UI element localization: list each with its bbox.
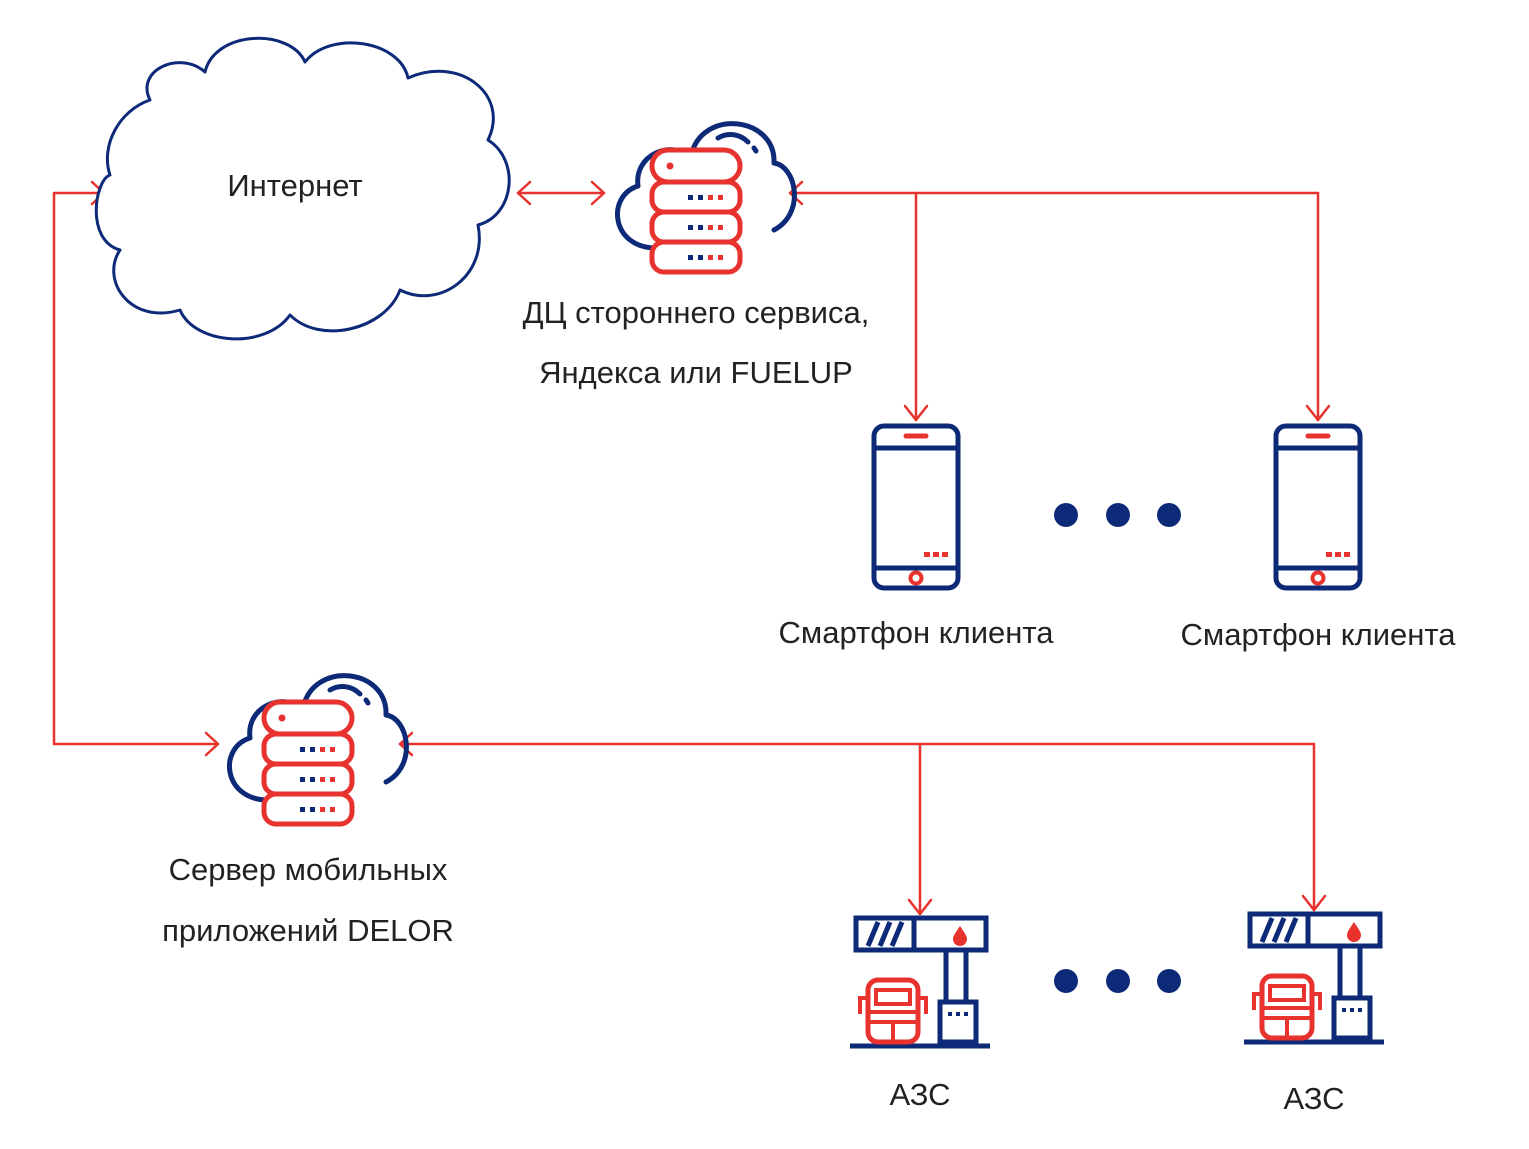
internet-label: Интернет: [227, 168, 362, 203]
third-party-dc-label-line1: ДЦ стороннего сервиса,: [523, 295, 870, 330]
connector-internet-delor: [52, 191, 220, 746]
cloud-server-icon: [229, 676, 406, 824]
third-party-dc-node: ДЦ стороннего сервиса, Яндекса или FUELU…: [523, 124, 870, 390]
gas-station-icon: [850, 918, 990, 1046]
smartphone-2-label: Смартфон клиента: [1181, 617, 1457, 652]
gas-station-1-label: АЗС: [889, 1077, 950, 1112]
cloud-server-icon: [617, 124, 794, 272]
delor-server-node: Сервер мобильных приложений DELOR: [162, 676, 454, 948]
gas-station-node-2: АЗС: [1244, 914, 1384, 1116]
delor-server-label-line1: Сервер мобильных: [169, 852, 448, 887]
delor-server-label-line2: приложений DELOR: [162, 913, 454, 948]
ellipsis-dots-icon: [1054, 503, 1181, 527]
third-party-dc-label-line2: Яндекса или FUELUP: [539, 355, 853, 390]
ellipsis-stations: [1054, 969, 1181, 993]
gas-station-2-label: АЗС: [1283, 1081, 1344, 1116]
cloud-icon: [94, 36, 511, 341]
smartphone-node-1: Смартфон клиента: [779, 426, 1055, 650]
gas-station-node-1: АЗС: [850, 918, 990, 1112]
ellipsis-dots-icon: [1054, 969, 1181, 993]
smartphone-node-2: Смартфон клиента: [1181, 426, 1457, 652]
smartphone-icon: [874, 426, 958, 588]
ellipsis-phones: [1054, 503, 1181, 527]
internet-node: Интернет: [94, 36, 511, 341]
smartphone-1-label: Смартфон клиента: [779, 615, 1055, 650]
gas-station-icon: [1244, 914, 1384, 1042]
smartphone-icon: [1276, 426, 1360, 588]
